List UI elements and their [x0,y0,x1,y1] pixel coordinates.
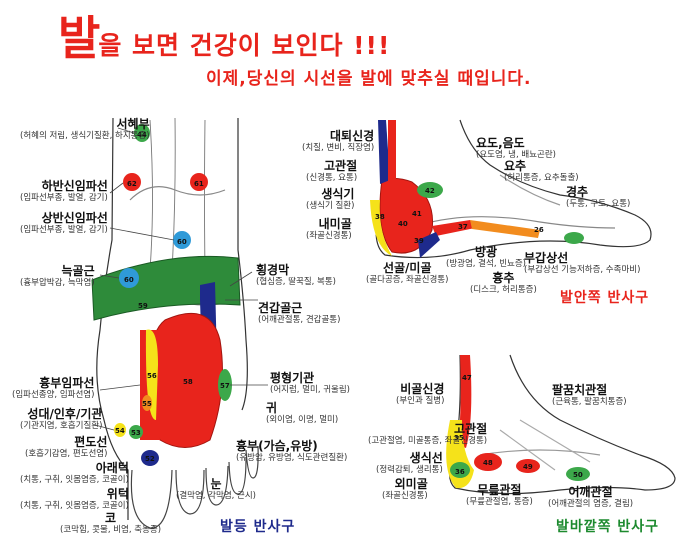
inner-spine-navy [418,232,440,258]
badge-62: 62 [127,180,137,188]
outer-green-heel [450,462,470,478]
label-lower-jaw: 아래턱(치통, 구취, 잇몸염증, 코골이) [20,461,129,485]
outer-green-shoulder [566,467,590,481]
inner-green-ankle [417,182,443,198]
label-rib-muscle: 늑골근(흉부압박감, 늑막염) [20,264,95,288]
label-parathyroid: 부갑상선(부갑상선 기능저하증, 수족마비) [524,251,641,275]
page-title: 발을 보면 건강이 보인다 !!! [58,2,390,68]
badge-40: 40 [398,220,408,228]
label-bladder: 방광(방광염, 결석, 빈뇨증) [446,245,527,269]
label-eye: 눈(결막염, 각막염, 근시) [176,477,257,501]
outer-red-knee [474,453,502,471]
badge-52-region [141,450,159,466]
badge-62-region [123,173,141,191]
label-lumbar: 요추(허리통증, 요추돌출) [504,159,579,183]
label-elbow: 팔꿈치관절(근육통, 팔꿈치통증) [552,383,627,407]
label-shoulder: 어깨관절(어깨관절의 염증, 결림) [548,485,634,509]
label-larynx: 성대/인후/기관(기관지염, 호흡기질환) [20,407,103,431]
label-upper-lymph: 상반신임파선(임파선부종, 발열, 감기) [20,211,108,235]
page-subtitle: 이제,당신의 시선을 발에 맞추실 때입니다. [206,69,532,89]
label-knee: 무릎관절(무릎관절염, 통증) [466,483,533,507]
label-groin: 서혜부(허혜의 저림, 생식기질환, 하지통증) [20,117,150,141]
badge-44-region [134,124,150,142]
badge-52: 52 [145,455,155,463]
inner-spine-orange [470,220,540,238]
label-hip-inner: 고관절(신경통, 요통) [306,159,358,183]
badge-44: 44 [137,131,147,139]
foot-inner-view [375,119,652,259]
inner-green-toe [564,232,584,244]
badge-60a: 60 [177,238,187,246]
inner-navy-strip [378,120,390,184]
label-chest-lymph: 흉부임파선(임파선종양, 임파선염) [12,376,95,400]
label-lower-lymph: 하반신임파선(임파선부종, 발열, 감기) [20,179,108,203]
badge-59: 59 [138,302,148,310]
inner-caption: 발안쪽 반사구 [560,290,650,306]
badge-39: 39 [414,237,424,245]
label-ear: 귀(외이염, 이명, 멀미) [266,401,339,425]
badge-55-region [142,395,152,411]
badge-37: 37 [458,223,468,231]
badge-47: 47 [462,374,472,382]
badge-60b: 60 [124,276,134,284]
label-tonsil: 편도선(호흡기감염, 편도선염) [25,435,108,459]
badge-36: 36 [455,468,465,476]
label-femoral-nerve: 대퇴신경(치질, 변비, 직장염) [302,129,375,153]
badge-61-region [190,173,208,191]
label-upper-jaw: 위턱(치통, 구취, 잇몸염증, 코골이) [20,487,129,511]
label-genital: 생식기(생식기 질환) [306,187,355,211]
badge-38: 38 [375,213,385,221]
badge-54-region [114,423,126,437]
badge-26: 26 [534,226,544,234]
badge-57: 57 [220,382,230,390]
inner-red-heel [379,177,434,254]
title-rest: 을 보면 건강이 보인다 !!! [98,31,391,60]
badge-60a-region [173,231,191,249]
label-balance: 평형기관(어지럼, 멀미, 귀울림) [270,371,351,395]
title-big-char: 발 [58,11,100,65]
label-thoracic: 흉추(디스크, 허리통증) [470,271,537,295]
outer-red-elbow [516,459,540,473]
sole-leader-lines [94,127,268,431]
inner-red-leg-strip [388,120,396,182]
label-peroneal: 비골신경(부인과 질병) [396,382,445,406]
badge-60b-region [119,268,139,288]
badge-53: 53 [131,429,141,437]
label-nose: 코(코막힘, 콧물, 비염, 축농증) [60,511,162,535]
label-sacrum: 선골/미골(골다공증, 좌골신경통) [366,261,449,285]
badge-58: 58 [183,378,193,386]
badge-56: 56 [147,372,157,380]
label-diaphragm: 횡경막(협심증, 딸꾹질, 복통) [256,263,337,287]
badge-57-region [218,369,232,401]
inner-spine-red [432,220,475,236]
label-scapula: 견갑골근(어깨관절통, 견갑골통) [258,301,341,325]
badge-54: 54 [115,427,125,435]
label-urethra: 요도,음도(요도염, 냉, 배뇨곤란) [476,136,557,160]
outer-caption: 발바깥쪽 반사구 [556,519,660,535]
badge-50: 50 [573,471,583,479]
badge-48: 48 [483,459,493,467]
label-inner-coccyx: 내미골(좌골신경통) [306,217,352,241]
badge-35: 35 [454,434,464,442]
label-cervical: 경추(두통, 구토, 요통) [566,185,631,209]
label-chest: 흉부(가슴,유방)(유방암, 유방염, 식도관련질환) [236,439,348,463]
badge-61: 61 [194,180,204,188]
sole-caption: 발등 반사구 [220,519,296,535]
diaphragm-band [91,255,241,321]
badge-49: 49 [523,463,533,471]
label-hip-outer: 고관절(고관절염, 미골통증, 좌골신경통) [368,422,488,446]
label-outer-coccyx: 외미골(좌골신경통) [382,477,428,501]
badge-42: 42 [425,187,435,195]
label-gonad: 생식선(정력감퇴, 생리통) [376,451,443,475]
inner-yellow-heel [370,200,392,256]
badge-55: 55 [142,400,152,408]
badge-53-region [129,425,143,439]
badge-41: 41 [412,210,422,218]
